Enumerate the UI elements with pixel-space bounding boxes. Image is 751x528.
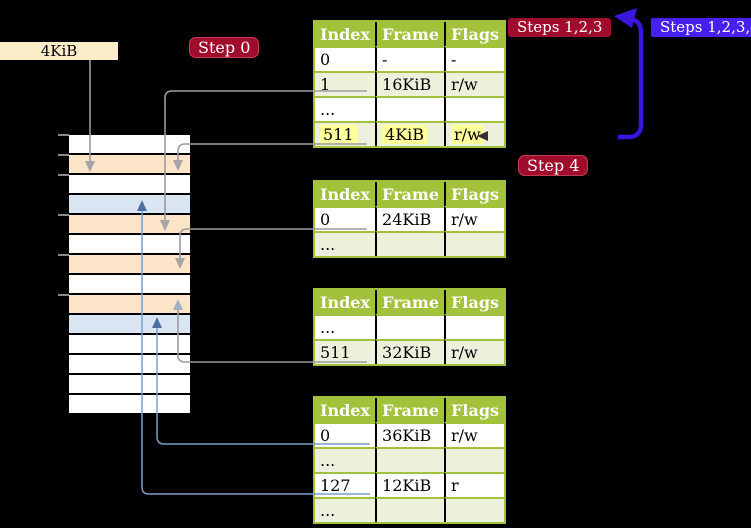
index-cell: 127 xyxy=(315,472,376,497)
table-header-row: Index Frame Flags xyxy=(315,290,505,314)
highlight-mark: 511 xyxy=(320,125,357,144)
flags-cell: r/w xyxy=(444,71,505,96)
frame-cell xyxy=(375,447,445,472)
table-row: 0 24KiB r/w xyxy=(315,206,505,231)
memory-frame-free xyxy=(69,135,190,155)
memory-frame-page xyxy=(69,315,190,335)
table-row-highlighted: 511 4KiB r/w xyxy=(315,121,505,146)
table-row: 127 12KiB r xyxy=(315,472,505,497)
flags-cell xyxy=(444,497,505,522)
highlight-mark: r/w xyxy=(451,125,484,144)
memory-address-ticks xyxy=(58,134,69,296)
frame-cell: 16KiB xyxy=(375,71,445,96)
frame-cell: 4KiB xyxy=(375,121,445,146)
index-cell: 511 xyxy=(315,121,376,146)
frame-cell: 36KiB xyxy=(375,422,445,447)
index-cell: ... xyxy=(315,497,376,522)
memory-frame-free xyxy=(69,395,190,415)
frame-cell: 32KiB xyxy=(375,339,445,364)
col-header-frame: Frame xyxy=(375,22,445,46)
flags-cell: - xyxy=(444,46,505,71)
flags-cell: r/w xyxy=(444,121,505,146)
memory-frame-free xyxy=(69,335,190,355)
page-table-1: Index Frame Flags 0 - - 1 16KiB r/w ... … xyxy=(313,20,507,148)
steps123-badge: Steps 1,2,3 xyxy=(508,18,612,37)
page-table-2: Index Frame Flags 0 24KiB r/w ... xyxy=(313,180,507,258)
table-row: ... xyxy=(315,497,505,522)
table-header-row: Index Frame Flags xyxy=(315,22,505,46)
index-cell: 511 xyxy=(315,339,376,364)
frame-cell: 12KiB xyxy=(375,472,445,497)
memory-frame-free xyxy=(69,355,190,375)
memory-frame-free xyxy=(69,175,190,195)
frame-cell: 24KiB xyxy=(375,206,445,231)
flags-cell: r/w xyxy=(444,422,505,447)
memory-frame-table xyxy=(69,155,190,175)
index-cell: 0 xyxy=(315,422,376,447)
flags-cell: r/w xyxy=(444,339,505,364)
col-header-flags: Flags xyxy=(444,290,505,314)
memory-frame-table xyxy=(69,255,190,275)
steps-flow-arrow xyxy=(618,16,644,140)
flags-cell: r/w xyxy=(444,206,505,231)
index-cell: 0 xyxy=(315,206,376,231)
flags-cell xyxy=(444,96,505,121)
step0-badge: Step 0 xyxy=(189,37,260,58)
col-header-index: Index xyxy=(315,182,376,206)
page-table-3: Index Frame Flags ... 511 32KiB r/w xyxy=(313,288,507,366)
frame-cell xyxy=(375,96,445,121)
col-header-frame: Frame xyxy=(375,182,445,206)
index-cell: ... xyxy=(315,231,376,256)
memory-frame-free xyxy=(69,235,190,255)
table-header-row: Index Frame Flags xyxy=(315,182,505,206)
col-header-index: Index xyxy=(315,290,376,314)
table-row: ... xyxy=(315,447,505,472)
table-row: 511 32KiB r/w xyxy=(315,339,505,364)
index-cell: ... xyxy=(315,314,376,339)
frame-cell xyxy=(375,497,445,522)
col-header-frame: Frame xyxy=(375,290,445,314)
table-header-row: Index Frame Flags xyxy=(315,398,505,422)
memory-frame-page xyxy=(69,195,190,215)
table-row: ... xyxy=(315,96,505,121)
flags-cell xyxy=(444,314,505,339)
memory-frame-free xyxy=(69,375,190,395)
index-cell: 1 xyxy=(315,71,376,96)
frame-cell xyxy=(375,314,445,339)
index-cell: ... xyxy=(315,447,376,472)
steps1234-badge: Steps 1,2,3,4 xyxy=(651,18,751,37)
table-row: ... xyxy=(315,231,505,256)
memory-frame-table xyxy=(69,215,190,235)
cr3-frame-box: 4KiB xyxy=(0,42,118,60)
page-table-4: Index Frame Flags 0 36KiB r/w ... 127 12… xyxy=(313,396,507,524)
col-header-index: Index xyxy=(315,22,376,46)
col-header-flags: Flags xyxy=(444,22,505,46)
col-header-index: Index xyxy=(315,398,376,422)
steps-flow-arrowhead xyxy=(614,8,637,28)
frame-cell: - xyxy=(375,46,445,71)
table-row: ... xyxy=(315,314,505,339)
table-row: 1 16KiB r/w xyxy=(315,71,505,96)
flags-cell: r xyxy=(444,472,505,497)
memory-frame-table xyxy=(69,295,190,315)
col-header-flags: Flags xyxy=(444,398,505,422)
index-cell: ... xyxy=(315,96,376,121)
highlight-mark: 4KiB xyxy=(382,125,428,144)
col-header-frame: Frame xyxy=(375,398,445,422)
col-header-flags: Flags xyxy=(444,182,505,206)
flags-cell xyxy=(444,231,505,256)
table-row: 0 36KiB r/w xyxy=(315,422,505,447)
step4-badge: Step 4 xyxy=(518,155,589,176)
index-cell: 0 xyxy=(315,46,376,71)
flags-cell xyxy=(444,447,505,472)
table-row: 0 - - xyxy=(315,46,505,71)
physical-memory-stack xyxy=(69,133,190,415)
frame-cell xyxy=(375,231,445,256)
memory-frame-free xyxy=(69,275,190,295)
